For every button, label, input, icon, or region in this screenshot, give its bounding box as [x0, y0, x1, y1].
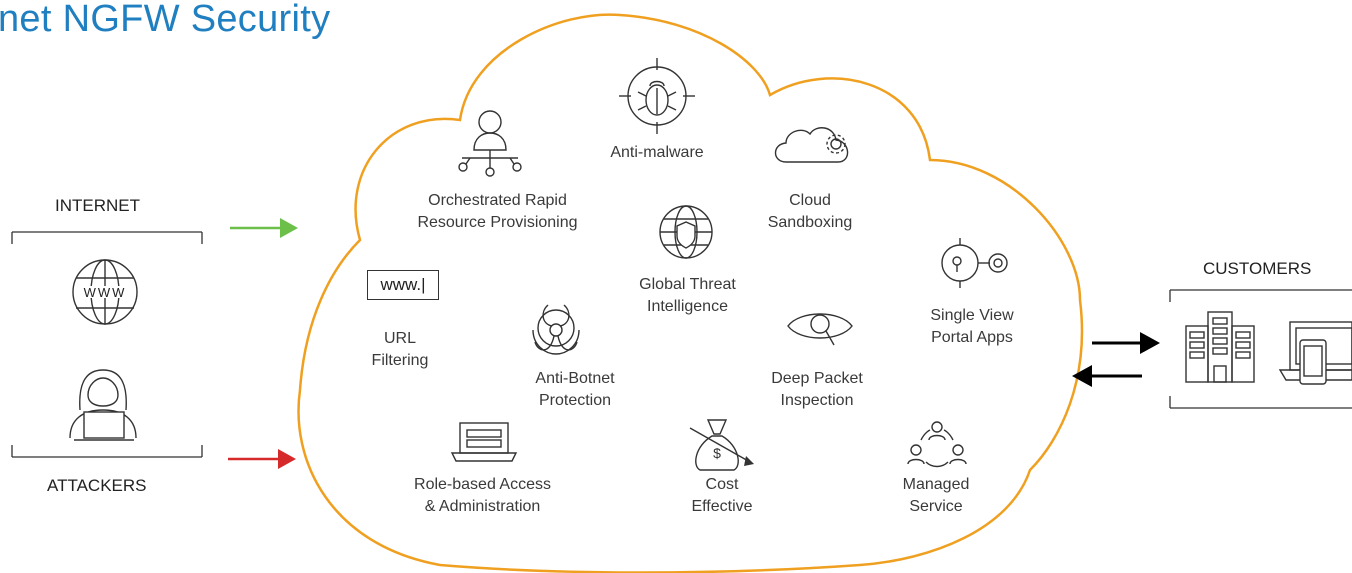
cloud-outline [297, 13, 1084, 573]
attackers-arrow [228, 449, 296, 469]
eye-search-icon [787, 313, 853, 346]
hacker-icon [69, 369, 137, 441]
svg-text:$: $ [713, 445, 721, 461]
feature-antimalware-label: Anti-malware [610, 144, 704, 161]
people-cycle-icon [907, 421, 967, 468]
internet-arrow [230, 218, 298, 238]
feature-role-based-label: Role-based Access& Administration [414, 476, 551, 515]
devices-icon [1278, 321, 1352, 385]
building-icon [1185, 311, 1255, 383]
internet-label: INTERNET [55, 196, 140, 215]
page-title: net NGFW Security [0, 0, 331, 40]
url-www-icon: www.| [367, 270, 439, 300]
customers-label: CUSTOMERS [1203, 259, 1312, 278]
attackers-label: ATTACKERS [47, 476, 147, 495]
globe-www-icon: WWW [72, 259, 138, 325]
bug-target-icon [619, 58, 695, 134]
right-bracket [1169, 289, 1352, 409]
customer-arrows [1072, 332, 1160, 387]
globe-shield-icon [659, 205, 713, 259]
biohazard-icon [532, 304, 580, 355]
money-bag-icon: $ [689, 419, 754, 471]
svg-text:WWW: WWW [84, 285, 127, 300]
orchestration-icon [458, 110, 522, 177]
cloud-gear-icon [774, 127, 849, 163]
key-lock-icon [941, 238, 1008, 288]
left-bracket [11, 231, 203, 458]
laptop-dashboard-icon [450, 422, 518, 462]
